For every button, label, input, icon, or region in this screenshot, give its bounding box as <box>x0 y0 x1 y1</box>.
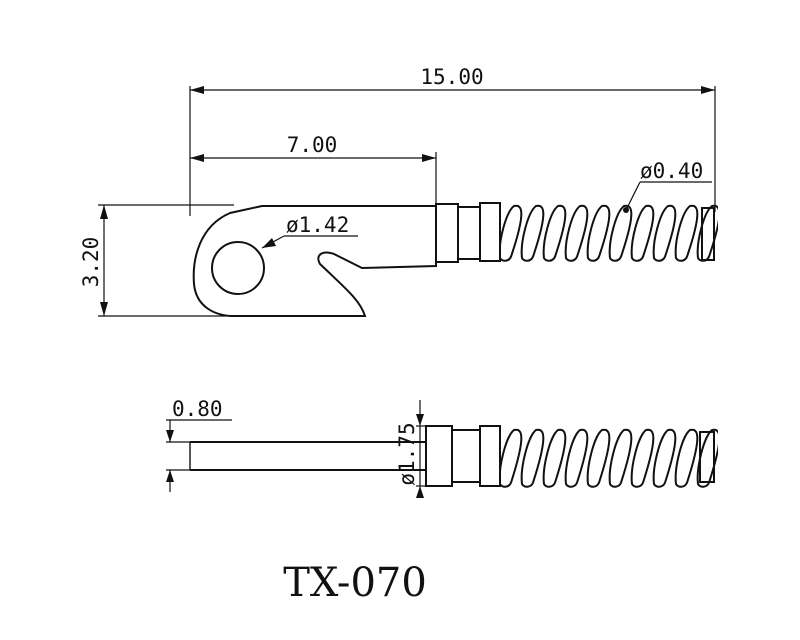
side-spring-end-cap <box>699 431 715 483</box>
thickness-label: 0.80 <box>172 397 223 421</box>
side-spring-coils <box>500 428 718 488</box>
spring-coil <box>630 204 655 262</box>
spring-coil <box>520 428 545 488</box>
spring-coils <box>500 204 718 262</box>
hook-body <box>192 205 437 317</box>
part-number: TX-070 <box>283 560 427 606</box>
spring-coil <box>608 204 633 262</box>
mounting-hole <box>211 241 265 295</box>
dimensions-top: 15.00 7.00 3.20 ø1.42 ø0.40 <box>79 65 716 317</box>
barrel-collar <box>479 202 501 262</box>
dimensions-side: 0.80 ø1.75 <box>166 397 426 498</box>
side-barrel-collar <box>479 425 501 487</box>
spring-coil <box>696 204 718 262</box>
barrel-diameter-label: ø1.75 <box>395 422 419 485</box>
spring-coil <box>542 428 567 488</box>
top-view <box>192 202 718 317</box>
side-view <box>189 425 718 488</box>
side-barrel-step-2 <box>451 429 481 483</box>
spring-coil <box>652 204 677 262</box>
spring-coil <box>564 204 589 262</box>
spring-coil <box>542 204 567 262</box>
spring-coil <box>500 204 523 262</box>
spring-coil <box>586 428 611 488</box>
overall-length-label: 15.00 <box>420 65 483 89</box>
spring-coil <box>630 428 655 488</box>
wire-diameter-label: ø0.40 <box>640 159 703 183</box>
hole-diameter-label: ø1.42 <box>286 213 349 237</box>
spring-coil <box>696 428 718 488</box>
spring-coil <box>674 428 699 488</box>
barrel-step-1 <box>435 203 459 263</box>
spring-coil <box>500 428 523 488</box>
spring-coil <box>564 428 589 488</box>
side-barrel-step-1 <box>425 425 453 487</box>
barrel-step-2 <box>457 206 481 260</box>
hook-length-label: 7.00 <box>287 133 338 157</box>
spring-coil <box>674 204 699 262</box>
spring-coil <box>608 428 633 488</box>
spring-coil <box>652 428 677 488</box>
height-label: 3.20 <box>79 237 103 288</box>
spring-coil <box>586 204 611 262</box>
spring-end-cap <box>701 207 715 261</box>
spring-coil <box>520 204 545 262</box>
